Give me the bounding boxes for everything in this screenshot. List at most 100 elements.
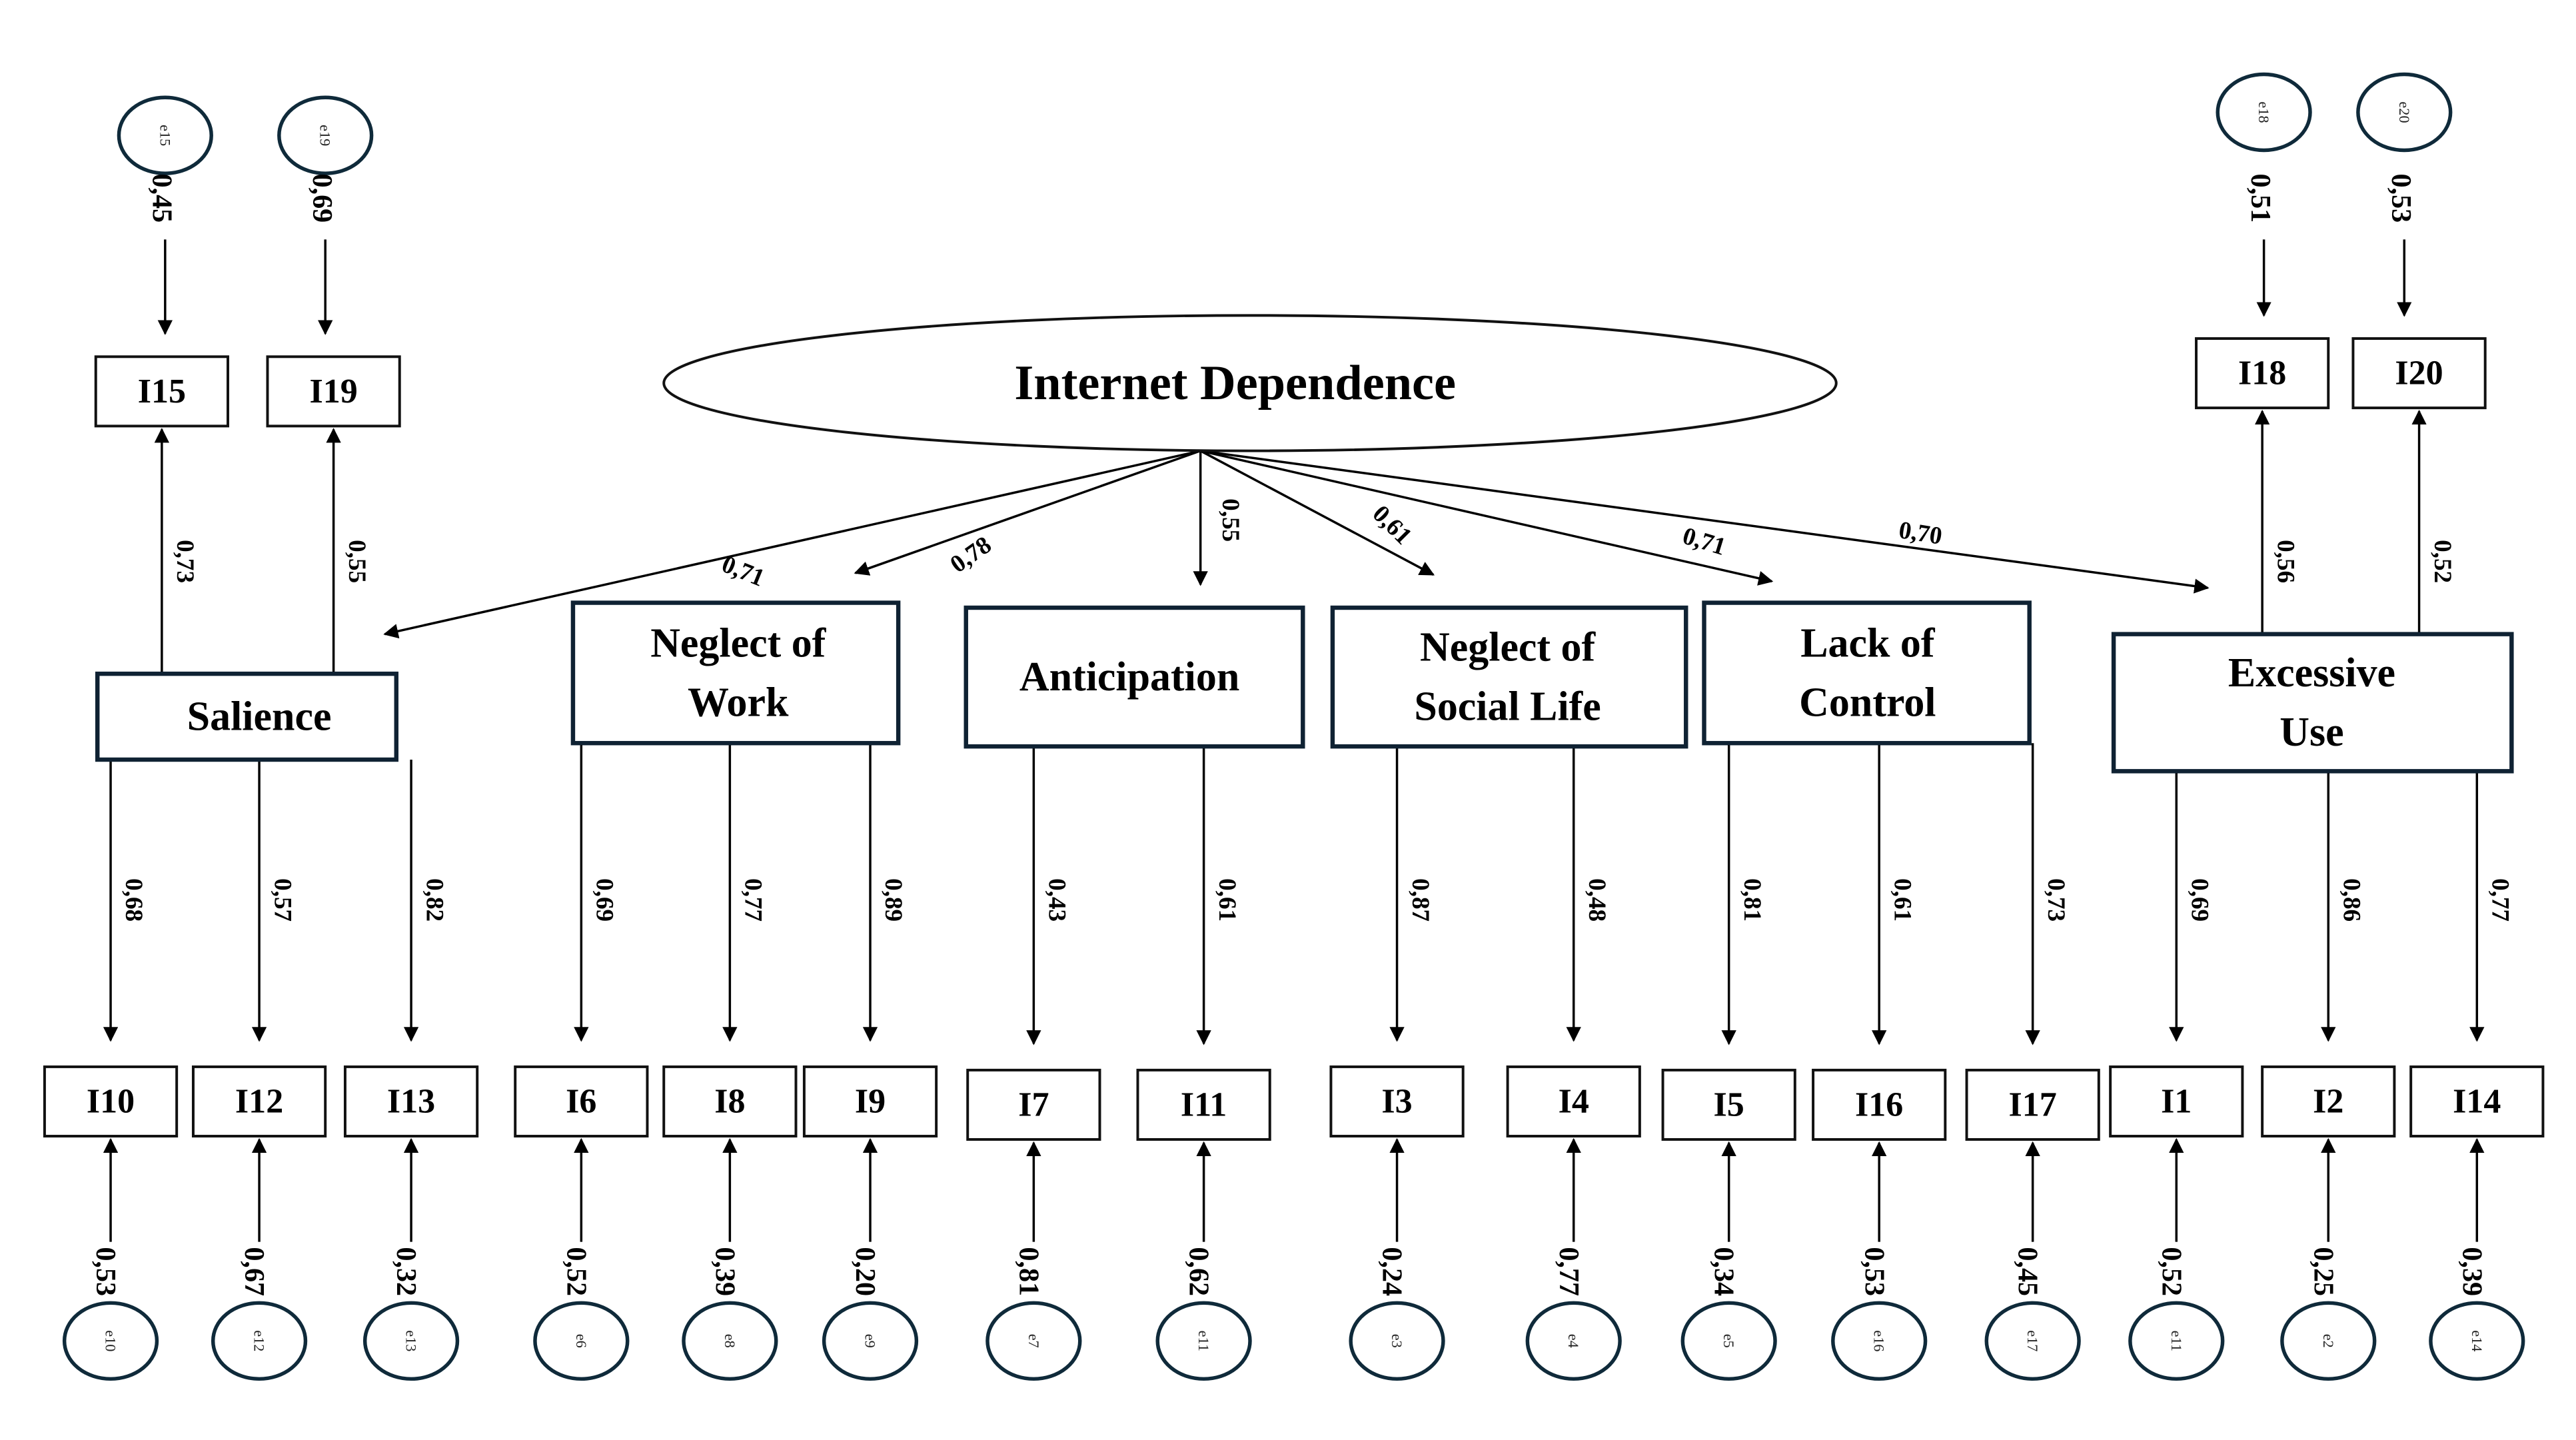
indicator-label-I13: I13 [387,1082,435,1120]
indicator-label-I11: I11 [1181,1085,1227,1123]
loading-I15: 0,73 [171,540,199,583]
indicator-label-I17: I17 [2009,1085,2057,1123]
error-circle-e2 [2280,1301,2377,1381]
indicator-box-I7 [966,1068,1101,1141]
error-circle-e11 [1155,1301,1252,1381]
indicator-label-I19: I19 [309,372,357,410]
error-variance-I14: 0,39 [2456,1247,2487,1296]
error-circle-e16 [1831,1301,1928,1381]
error-variance-I15: 0,45 [146,174,177,223]
indicator-label-I6: I6 [566,1082,596,1120]
indicator-box-I1 [2109,1065,2244,1137]
error-label-e7: e7 [1025,1334,1042,1348]
error-variance-I17: 0,45 [2012,1247,2044,1296]
loading-I10: 0,68 [120,878,147,922]
path-arrow-salience [383,449,1201,639]
indicator-label-I2: I2 [2313,1082,2343,1120]
indicator-box-I17 [1965,1068,2100,1141]
error-circle-e14 [2429,1301,2525,1381]
error-label-e8: e8 [722,1334,738,1348]
indicator-label-I9: I9 [855,1082,886,1120]
indicator-label-I1: I1 [2161,1082,2192,1120]
error-variance-I4: 0,77 [1553,1247,1585,1296]
loading-I1: 0,69 [2186,878,2213,922]
error-label-e14: e14 [2469,1330,2485,1351]
indicator-box-I10 [43,1065,179,1137]
error-label-e10: e10 [103,1330,119,1351]
loading-I14: 0,77 [2487,878,2514,922]
path-coef-lack-of-control: 0,71 [1679,522,1728,561]
factor-label-salience: Salience [187,694,332,740]
indicator-label-I12: I12 [235,1082,283,1120]
indicator-box-I19 [266,355,401,428]
error-variance-I5: 0,34 [1708,1247,1740,1296]
error-label-e19: e19 [317,125,334,146]
indicator-label-I15: I15 [138,372,186,410]
factor-label-excessive-use-line1: Excessive [2228,650,2395,696]
indicator-label-I18: I18 [2238,355,2286,392]
indicator-label-I7: I7 [1018,1085,1049,1123]
error-circle-e11 [2128,1301,2225,1381]
error-variance-I20: 0,53 [2385,174,2417,223]
error-label-e4: e4 [1565,1334,1582,1348]
error-variance-I7: 0,81 [1013,1247,1044,1296]
error-variance-I11: 0,62 [1183,1247,1215,1296]
error-circle-e4 [1525,1301,1622,1381]
factor-box-excessive-use [2111,632,2514,774]
indicator-box-I2 [2261,1065,2396,1137]
latent-ellipse [662,314,1838,452]
loading-I19: 0,55 [343,540,370,583]
indicator-label-I10: I10 [87,1082,135,1120]
indicator-label-I8: I8 [714,1082,745,1120]
path-coef-anticipation: 0,55 [1217,498,1244,542]
indicator-box-I3 [1329,1065,1465,1137]
indicator-box-I20 [2351,337,2487,410]
path-coef-excessive-use: 0,70 [1897,516,1944,550]
loading-I20: 0,52 [2429,540,2456,583]
error-label-e5: e5 [1720,1334,1737,1348]
error-label-e11: e11 [2168,1331,2185,1351]
factor-label-neglect-of-social-life-line2: Social Life [1414,684,1601,730]
factor-box-anticipation [964,605,1305,749]
error-circle-e10 [62,1301,159,1381]
indicator-label-I16: I16 [1855,1085,1903,1123]
path-arrow-neglect-of-social-life [1199,450,1435,576]
error-variance-I13: 0,32 [390,1247,422,1296]
factor-label-neglect-of-social-life-line1: Neglect of [1420,624,1596,670]
error-label-e15: e15 [157,125,173,146]
loading-I2: 0,86 [2337,878,2365,922]
latent-label: Internet Dependence [1014,356,1456,410]
factor-label-lack-of-control-line1: Lack of [1800,620,1936,666]
error-label-e6: e6 [573,1334,590,1348]
indicator-box-I12 [191,1065,327,1137]
error-circle-e9 [822,1301,919,1381]
error-circle-e5 [1680,1301,1777,1381]
error-circle-e8 [682,1301,778,1381]
indicator-box-I4 [1506,1065,1641,1137]
factor-box-neglect-of-work [570,600,901,746]
error-variance-I18: 0,51 [2245,174,2276,223]
indicator-box-I6 [514,1065,649,1137]
indicator-label-I14: I14 [2453,1082,2501,1120]
path-arrow-excessive-use [1200,449,2210,594]
factor-box-lack-of-control [1702,600,2032,746]
error-label-e13: e13 [403,1330,420,1351]
error-variance-I2: 0,25 [2307,1247,2339,1296]
indicator-box-I13 [343,1065,479,1137]
factor-box-salience [95,671,398,762]
error-label-e9: e9 [862,1334,879,1348]
error-label-e17: e17 [2024,1330,2041,1351]
indicator-label-I5: I5 [1714,1085,1744,1123]
error-circle-e17 [1984,1301,2081,1381]
error-variance-I3: 0,24 [1377,1247,1408,1296]
loading-I13: 0,82 [420,878,448,922]
loading-I8: 0,77 [740,878,767,922]
indicator-box-I15 [94,355,229,428]
indicator-box-I5 [1661,1068,1796,1141]
error-circle-e18 [2216,72,2312,153]
path-arrow-neglect-of-work [854,449,1201,576]
error-label-e20: e20 [2396,101,2413,123]
error-label-e11: e11 [1195,1331,1212,1351]
loading-I6: 0,69 [591,878,618,922]
